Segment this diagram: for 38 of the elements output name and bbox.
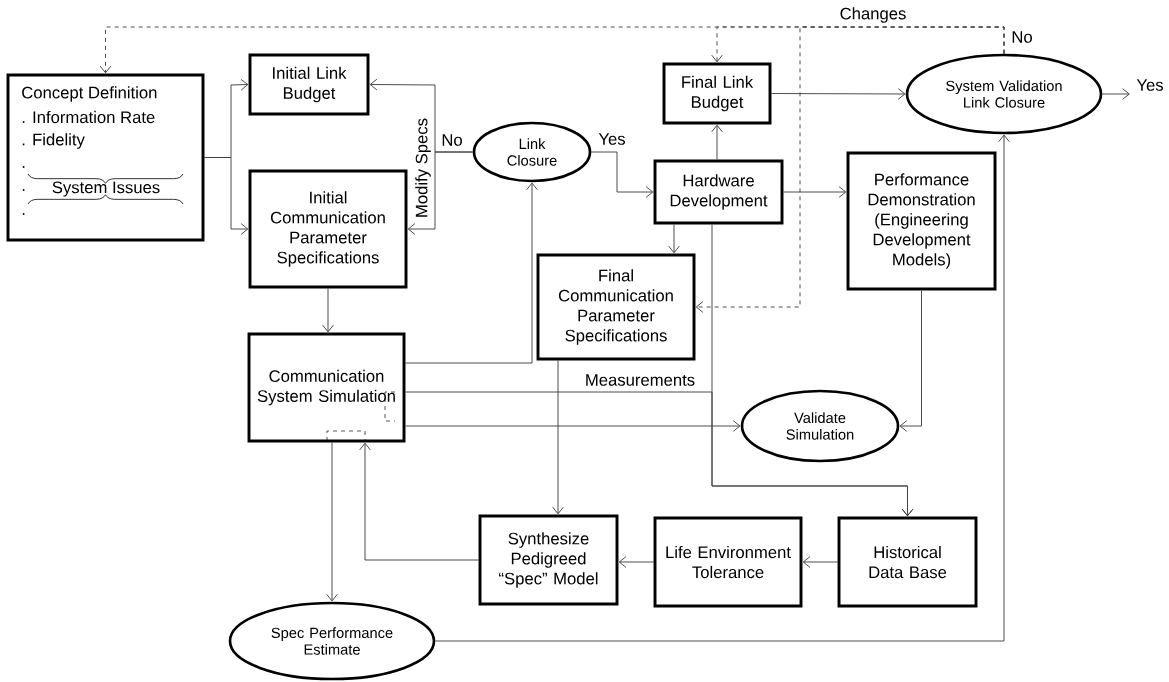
arrow: [711, 124, 723, 160]
arrow: [668, 224, 680, 254]
arrow: [405, 420, 741, 432]
arrow: [326, 442, 338, 602]
arrow: [552, 360, 564, 515]
arrow: [899, 290, 922, 432]
arrow: [802, 556, 838, 568]
process-box: Final Communication Parameter Specifications: [536, 253, 696, 361]
arrow: [711, 224, 914, 517]
process-box: Performance Demonstration (Engineering Development Models): [846, 151, 997, 291]
arrow: [434, 134, 1010, 642]
arrow: [1101, 88, 1130, 100]
edge-label: Yes: [597, 131, 627, 147]
arrow: [618, 556, 654, 568]
arrow: [783, 186, 847, 198]
process-box: Initial Link Budget: [248, 53, 370, 116]
arrow: [590, 151, 654, 198]
edge-label: Modify Specs: [413, 116, 433, 220]
process-box: Communication System Simulation: [247, 332, 406, 443]
arrow: [359, 442, 479, 561]
process-box: Initial Communication Parameter Specifications: [248, 169, 408, 289]
edge-label: Yes: [1135, 77, 1165, 93]
arrow: [204, 157, 249, 235]
concept-box: Concept Definition . Information Rate . Fidelity . . . System Issues: [6, 73, 205, 242]
arrow: [771, 88, 906, 100]
process-box: Life Environment Tolerance: [653, 516, 803, 608]
edge-label: Measurements: [583, 372, 697, 388]
process-box: Historical Data Base: [837, 516, 978, 608]
process-box: Final Link Budget: [662, 62, 772, 125]
process-box: Synthesize Pedigreed “Spec” Model: [478, 514, 619, 606]
arrow: [405, 182, 538, 364]
edge-label: Changes: [838, 5, 908, 25]
edge-label: No: [440, 132, 464, 148]
arrow: [322, 288, 334, 333]
arrow: [407, 151, 474, 235]
process-box: Hardware Development: [653, 159, 784, 225]
edge-label: No: [1010, 29, 1034, 45]
arrow: [695, 26, 1005, 313]
